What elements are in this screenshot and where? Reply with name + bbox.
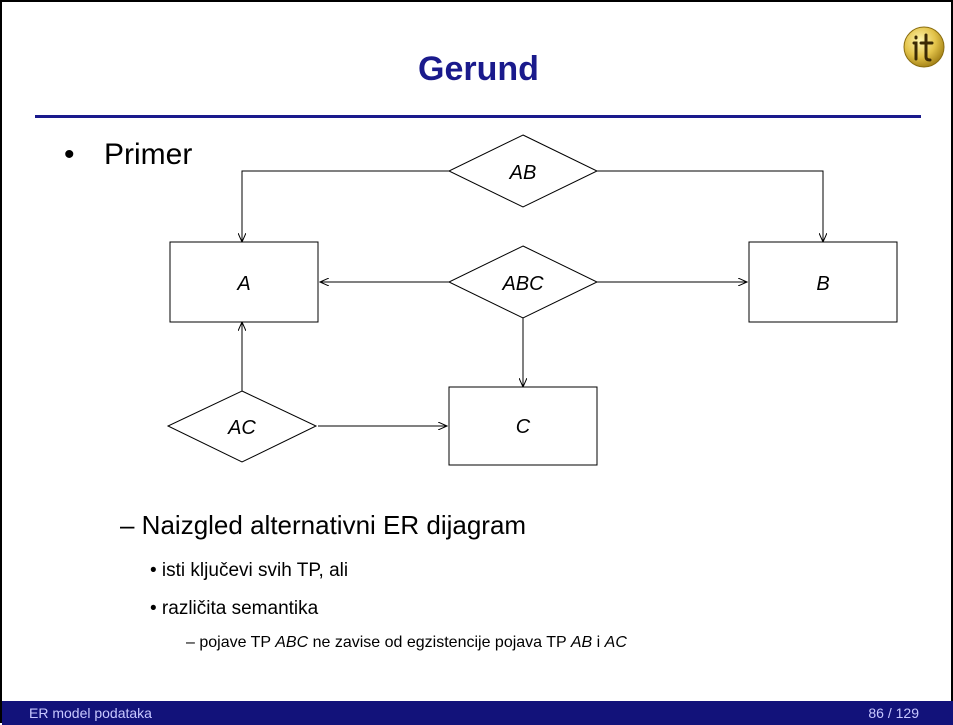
- relationship-ac-diamond: [166, 390, 318, 463]
- semantics-note: – pojave TP ABC ne zavise od egzistencij…: [186, 634, 627, 652]
- note-abc: ABC: [275, 634, 309, 651]
- slide-title: Gerund: [418, 50, 539, 88]
- relationship-ab-diamond: [447, 134, 599, 208]
- note-ac: AC: [604, 634, 627, 651]
- dash-item: – Naizgled alternativni ER dijagram: [120, 510, 527, 540]
- connector-ab-a: [242, 170, 449, 242]
- note-prefix: – pojave TP: [186, 634, 276, 651]
- entity-b-box: [748, 241, 898, 323]
- entity-a-label: A: [236, 273, 250, 295]
- entity-b-label: B: [816, 273, 829, 295]
- bullet-dot: •: [64, 138, 75, 171]
- bullet-text: Primer: [104, 138, 193, 171]
- note-and: i: [592, 634, 605, 651]
- dot-item: • isti ključevi svih TP, ali: [150, 560, 349, 581]
- footer-course-title: ER model podataka: [29, 705, 152, 721]
- relationship-ac-label: AC: [227, 417, 256, 439]
- entity-a-box: [169, 241, 319, 323]
- relationship-abc-label: ABC: [501, 273, 544, 295]
- title-rule: [35, 115, 921, 118]
- entity-c-label: C: [516, 416, 531, 438]
- relationship-abc-diamond: [447, 245, 599, 319]
- bullet-primer: • Primer: [64, 138, 192, 172]
- footer-page-number: 86 / 129: [868, 705, 919, 721]
- er-diagram: A B C AB ABC AC: [166, 134, 898, 466]
- footer-bar: ER model podataka 86 / 129: [2, 701, 953, 725]
- note-middle: ne zavise od egzistencije pojava TP: [308, 634, 571, 651]
- note-ab: AB: [570, 634, 593, 651]
- entity-c-box: [448, 386, 598, 466]
- connector-ab-b: [597, 170, 823, 242]
- dot-item: • različita semantika: [150, 598, 319, 619]
- relationship-ab-label: AB: [509, 162, 537, 184]
- it-logo-icon: [903, 26, 945, 68]
